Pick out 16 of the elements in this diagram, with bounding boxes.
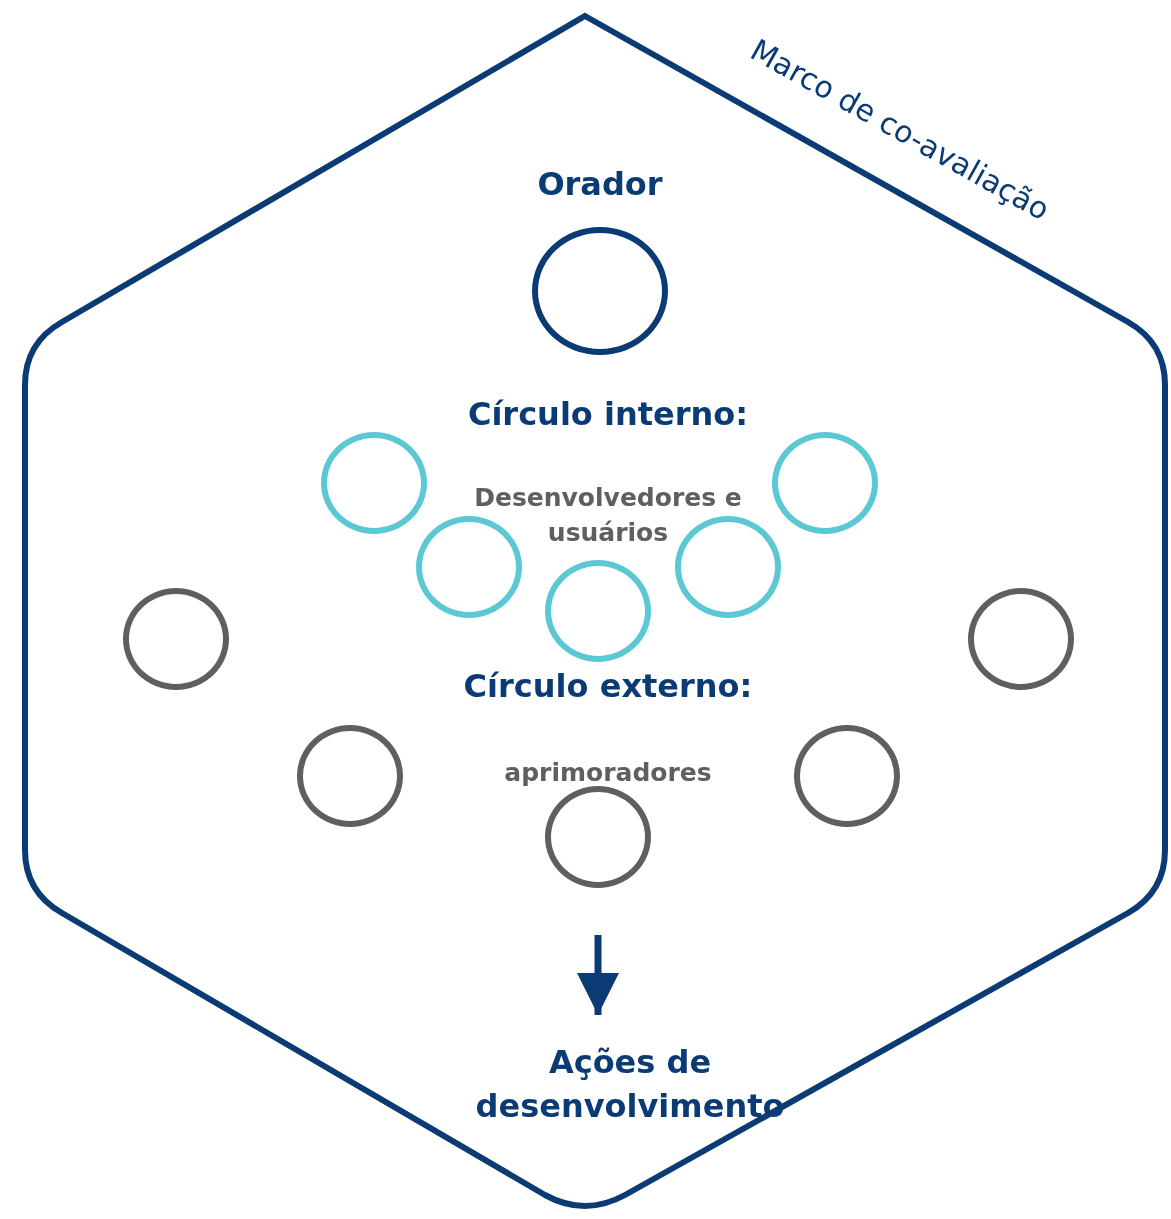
group-description: Desenvolvedores e usuários — [473, 482, 743, 549]
inner-circle — [772, 432, 878, 534]
outcome-text: Ações de desenvolvimento — [474, 1042, 786, 1127]
outer-circle — [968, 588, 1074, 690]
speaker-label: Orador — [536, 165, 664, 203]
group-heading: Círculo externo: — [462, 666, 754, 707]
outer-circle — [297, 725, 403, 827]
inner-circle — [321, 432, 427, 534]
outer-circle — [545, 786, 651, 888]
outer-circle — [123, 588, 229, 690]
inner-circle — [545, 560, 651, 662]
inner-circle — [675, 516, 781, 618]
group-description: aprimoradores — [503, 757, 713, 789]
inner-circle — [416, 516, 522, 618]
outer-circle — [794, 725, 900, 827]
group-heading: Círculo interno: — [466, 394, 750, 435]
